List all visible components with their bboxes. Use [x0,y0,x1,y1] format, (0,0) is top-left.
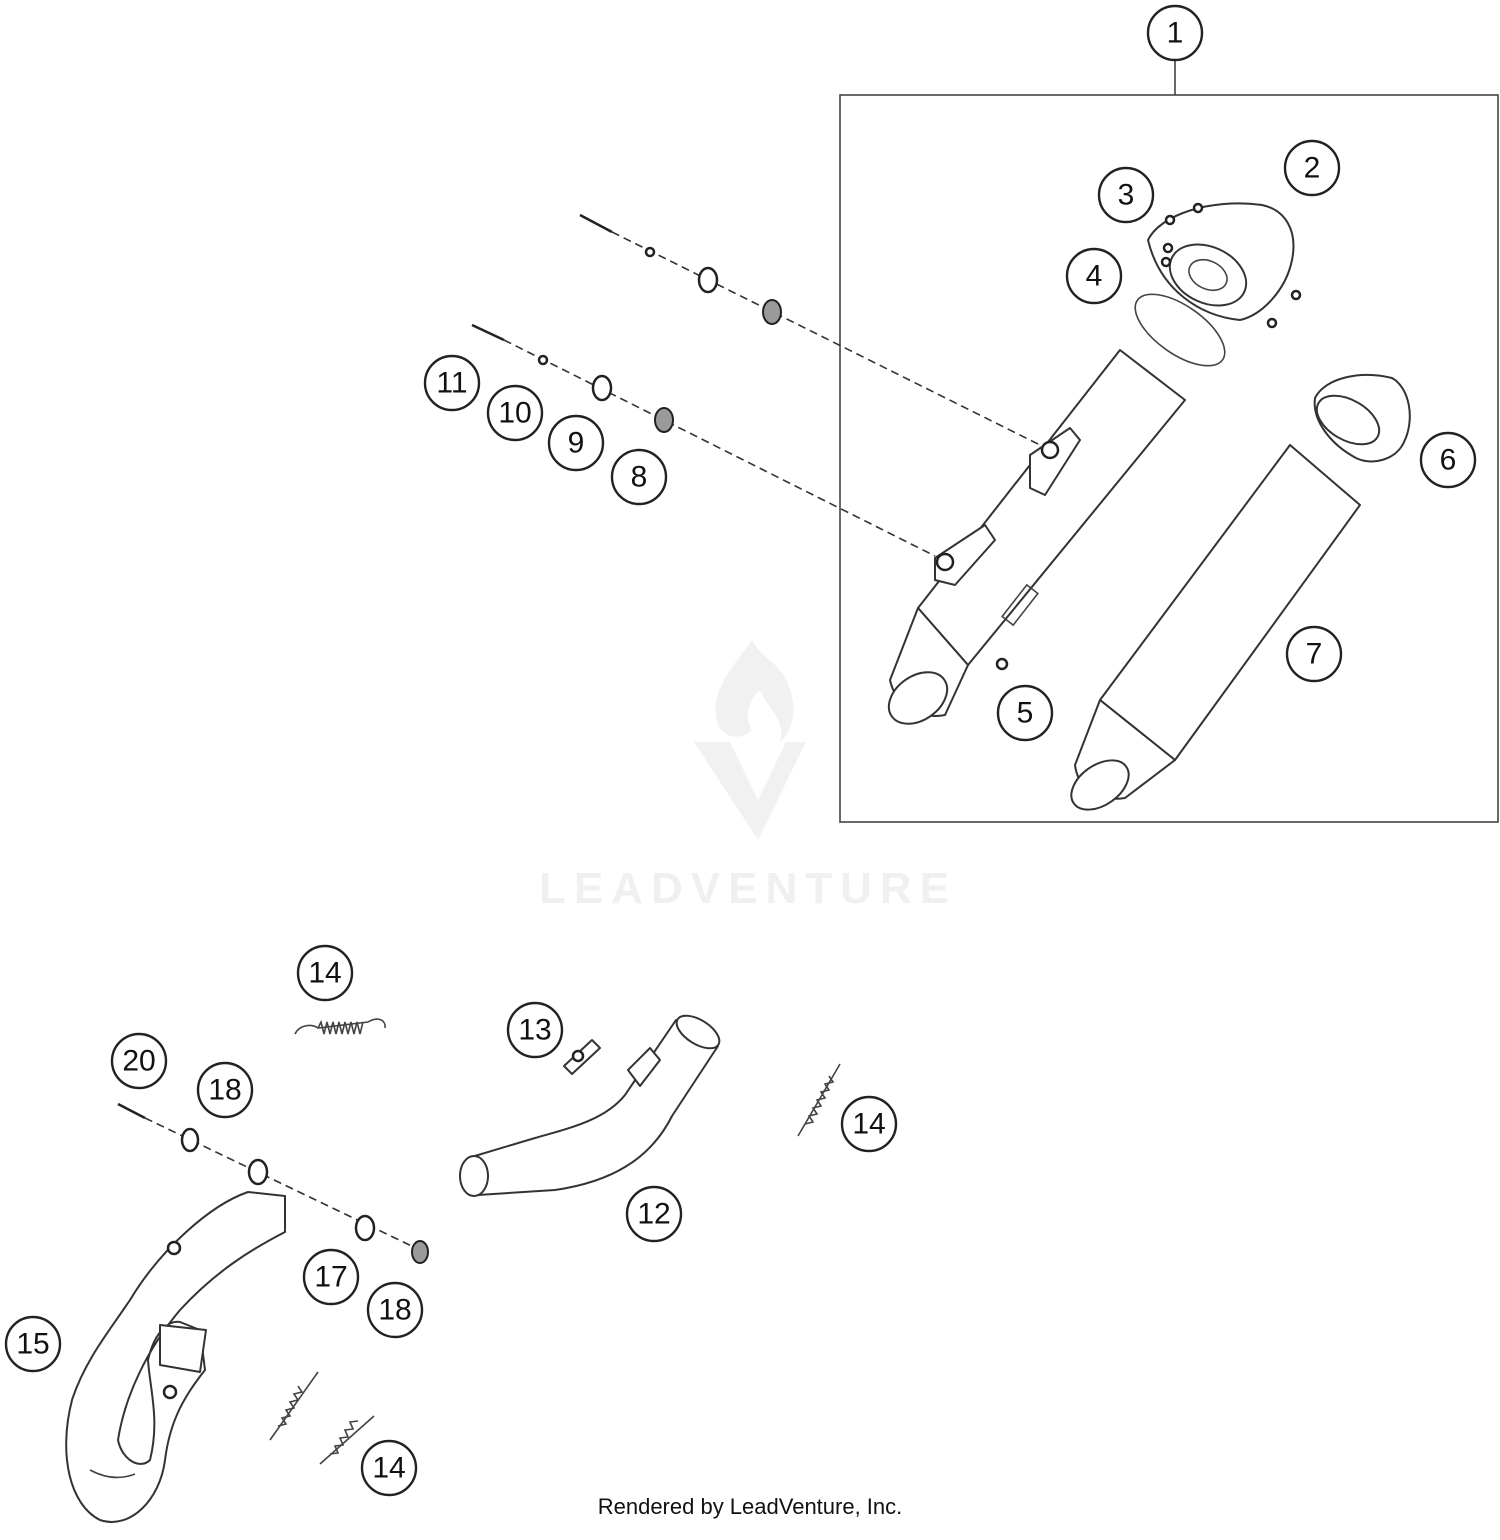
callout-9: 9 [547,414,605,472]
callout-18-top: 18 [196,1061,254,1119]
spring-top [294,1018,386,1035]
callout-6: 6 [1419,431,1477,489]
callout-label-11: 11 [436,367,467,400]
callout-label-13: 13 [518,1014,551,1047]
spring-lower-left [269,1371,319,1441]
callout-10: 10 [486,384,544,442]
callout-4: 4 [1065,247,1123,305]
watermark-logo: LEADVENTURE [539,640,957,913]
silencer-screw [995,657,1009,671]
callout-14-right: 14 [840,1095,898,1153]
clamp [563,1039,601,1075]
callout-label-10: 10 [498,397,531,430]
callout-label-20: 20 [122,1045,155,1078]
upper-mount-hardware [579,213,1041,446]
callout-label-5: 5 [1017,697,1034,730]
end-cap-gasket [1134,293,1226,367]
callout-label-1: 1 [1167,17,1184,50]
flame-v-logo-icon [694,640,806,840]
callout-label-6: 6 [1440,444,1457,477]
callout-label-3: 3 [1118,179,1135,212]
watermark-text: LEADVENTURE [539,864,957,913]
footer-credit: Rendered by LeadVenture, Inc. [597,1494,903,1519]
protection-cap [1313,374,1411,463]
callout-5: 5 [996,684,1054,742]
callout-label-7: 7 [1306,638,1323,671]
callout-label-17: 17 [314,1261,347,1294]
muffler-assembly-frame [839,94,1499,823]
callout-14-top: 14 [296,944,354,1002]
callout-label-14-top: 14 [308,957,341,990]
callout-label-9: 9 [568,427,585,460]
callout-18-bottom: 18 [366,1281,424,1339]
callout-2: 2 [1283,139,1341,197]
callout-8: 8 [610,448,668,506]
spring-lower-right [319,1415,375,1465]
callout-11: 11 [423,354,481,412]
connecting-pipe [459,1014,721,1197]
end-cap-screws [1160,202,1302,329]
manifold-mount-hardware [117,1102,429,1264]
callout-label-14-right: 14 [852,1108,885,1141]
callout-label-2: 2 [1304,152,1321,185]
end-cap [1147,202,1295,321]
manifold-header-pipe [65,1191,286,1523]
callout-12: 12 [625,1185,683,1243]
callout-label-14-bottom: 14 [372,1452,405,1485]
callout-7: 7 [1285,625,1343,683]
spring-right [797,1063,841,1137]
callout-20: 20 [110,1032,168,1090]
callout-1: 1 [1146,4,1204,62]
callout-3: 3 [1097,166,1155,224]
callout-label-18-top: 18 [208,1074,241,1107]
callout-13: 13 [506,1001,564,1059]
callout-17: 17 [302,1248,360,1306]
callout-15: 15 [4,1315,62,1373]
callout-label-15: 15 [16,1328,49,1361]
silencer-body [887,349,1186,725]
callout-14-bottom: 14 [360,1439,418,1497]
callout-label-8: 8 [631,461,648,494]
protection-sleeve [1070,444,1361,811]
callout-label-18-bottom: 18 [378,1294,411,1327]
callout-label-4: 4 [1086,260,1103,293]
lower-mount-hardware [471,323,936,557]
callout-label-12: 12 [637,1198,670,1231]
